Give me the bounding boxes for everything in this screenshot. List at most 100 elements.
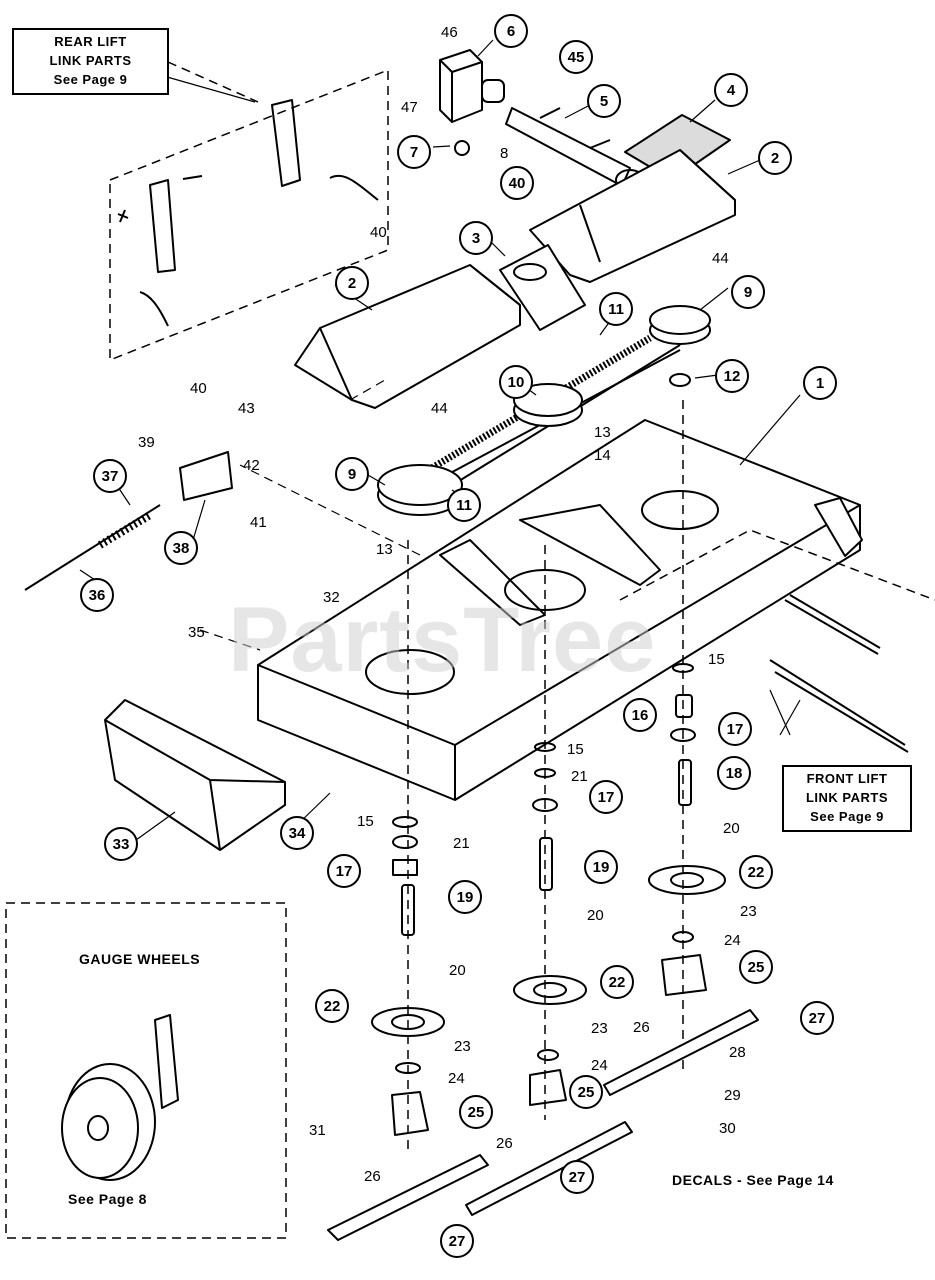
label: 15 bbox=[708, 651, 725, 668]
label: 21 bbox=[453, 835, 470, 852]
label: 14 bbox=[594, 447, 611, 464]
label: 39 bbox=[138, 434, 155, 451]
svg-text:9: 9 bbox=[348, 466, 356, 483]
front-lift-line3: See Page 9 bbox=[810, 809, 884, 824]
svg-text:10: 10 bbox=[508, 374, 525, 391]
label: 40 bbox=[370, 224, 387, 241]
callout: 6 bbox=[494, 14, 528, 48]
svg-text:22: 22 bbox=[609, 974, 626, 991]
svg-text:17: 17 bbox=[336, 863, 353, 880]
label: 21 bbox=[571, 768, 588, 785]
callout: 19 bbox=[448, 880, 482, 914]
svg-text:17: 17 bbox=[727, 721, 744, 738]
label: 24 bbox=[724, 932, 741, 949]
gearbox bbox=[439, 49, 505, 156]
svg-text:25: 25 bbox=[468, 1104, 485, 1121]
callout: 33 bbox=[104, 827, 138, 861]
watermark: PartsTree bbox=[228, 589, 657, 691]
callout: 19 bbox=[584, 850, 618, 884]
rear-lift-link-panel bbox=[109, 61, 389, 361]
label: 20 bbox=[449, 962, 466, 979]
label: 42 bbox=[243, 457, 260, 474]
rear-lift-note: REAR LIFT LINK PARTS See Page 9 bbox=[12, 28, 169, 95]
svg-text:27: 27 bbox=[449, 1233, 466, 1250]
callout: 25 bbox=[739, 950, 773, 984]
gauge-wheels-ref: See Page 8 bbox=[68, 1191, 147, 1207]
pulleys bbox=[377, 305, 711, 516]
svg-text:11: 11 bbox=[456, 497, 472, 514]
callout: 37 bbox=[93, 459, 127, 493]
svg-text:19: 19 bbox=[593, 859, 610, 876]
label: 26 bbox=[364, 1168, 381, 1185]
callout: 18 bbox=[717, 756, 751, 790]
callout: 17 bbox=[589, 780, 623, 814]
callout: 5 bbox=[587, 84, 621, 118]
svg-text:27: 27 bbox=[569, 1169, 586, 1186]
svg-text:34: 34 bbox=[289, 825, 306, 842]
label: 41 bbox=[250, 514, 267, 531]
front-lift-rods bbox=[619, 529, 935, 753]
svg-text:5: 5 bbox=[600, 93, 608, 110]
svg-text:40: 40 bbox=[509, 175, 526, 192]
callout: 1 bbox=[803, 366, 837, 400]
callout: 27 bbox=[440, 1224, 474, 1258]
label: 23 bbox=[591, 1020, 608, 1037]
callout: 27 bbox=[800, 1001, 834, 1035]
svg-text:25: 25 bbox=[578, 1084, 595, 1101]
callout: 10 bbox=[499, 365, 533, 399]
label: 44 bbox=[712, 250, 729, 267]
front-lift-line1: FRONT LIFT bbox=[806, 771, 888, 786]
label: 43 bbox=[238, 400, 255, 417]
label: 24 bbox=[448, 1070, 465, 1087]
side-skirt bbox=[104, 699, 286, 851]
label: 35 bbox=[188, 624, 205, 641]
svg-text:45: 45 bbox=[568, 49, 585, 66]
svg-text:7: 7 bbox=[410, 144, 418, 161]
svg-text:19: 19 bbox=[457, 889, 474, 906]
callout: 45 bbox=[559, 40, 593, 74]
svg-text:1: 1 bbox=[816, 375, 824, 392]
svg-text:2: 2 bbox=[771, 150, 779, 167]
label: 47 bbox=[401, 99, 418, 116]
callout: 16 bbox=[623, 698, 657, 732]
svg-text:9: 9 bbox=[744, 284, 752, 301]
callout: 22 bbox=[739, 855, 773, 889]
svg-text:11: 11 bbox=[608, 301, 624, 318]
label: 20 bbox=[723, 820, 740, 837]
spindle-stacks bbox=[371, 400, 726, 1150]
svg-text:36: 36 bbox=[89, 587, 106, 604]
svg-text:22: 22 bbox=[324, 998, 341, 1015]
label: 26 bbox=[496, 1135, 513, 1152]
callout: 4 bbox=[714, 73, 748, 107]
callout: 11 bbox=[599, 292, 633, 326]
gauge-wheels-panel bbox=[5, 902, 287, 1239]
svg-text:27: 27 bbox=[809, 1010, 826, 1027]
label: 40 bbox=[190, 380, 207, 397]
callout: 22 bbox=[315, 989, 349, 1023]
callout: 9 bbox=[335, 457, 369, 491]
label: 8 bbox=[500, 145, 508, 162]
callout: 2 bbox=[758, 141, 792, 175]
label: 32 bbox=[323, 589, 340, 606]
label: 23 bbox=[454, 1038, 471, 1055]
svg-text:33: 33 bbox=[113, 836, 130, 853]
rear-lift-line1: REAR LIFT bbox=[54, 34, 127, 49]
svg-text:3: 3 bbox=[472, 230, 480, 247]
front-lift-line2: LINK PARTS bbox=[805, 790, 889, 805]
label: 31 bbox=[309, 1122, 326, 1139]
label: 46 bbox=[441, 24, 458, 41]
callout: 22 bbox=[600, 965, 634, 999]
label: 44 bbox=[431, 400, 448, 417]
callout: 11 bbox=[447, 488, 481, 522]
label: 13 bbox=[376, 541, 393, 558]
label: 29 bbox=[724, 1087, 741, 1104]
callout: 36 bbox=[80, 578, 114, 612]
rear-lift-line2: LINK PARTS bbox=[49, 53, 132, 68]
svg-text:22: 22 bbox=[748, 864, 765, 881]
decals-note: DECALS - See Page 14 bbox=[672, 1172, 834, 1188]
label: 20 bbox=[587, 907, 604, 924]
label: 15 bbox=[357, 813, 374, 830]
callout: 17 bbox=[718, 712, 752, 746]
label: 13 bbox=[594, 424, 611, 441]
label: 23 bbox=[740, 903, 757, 920]
